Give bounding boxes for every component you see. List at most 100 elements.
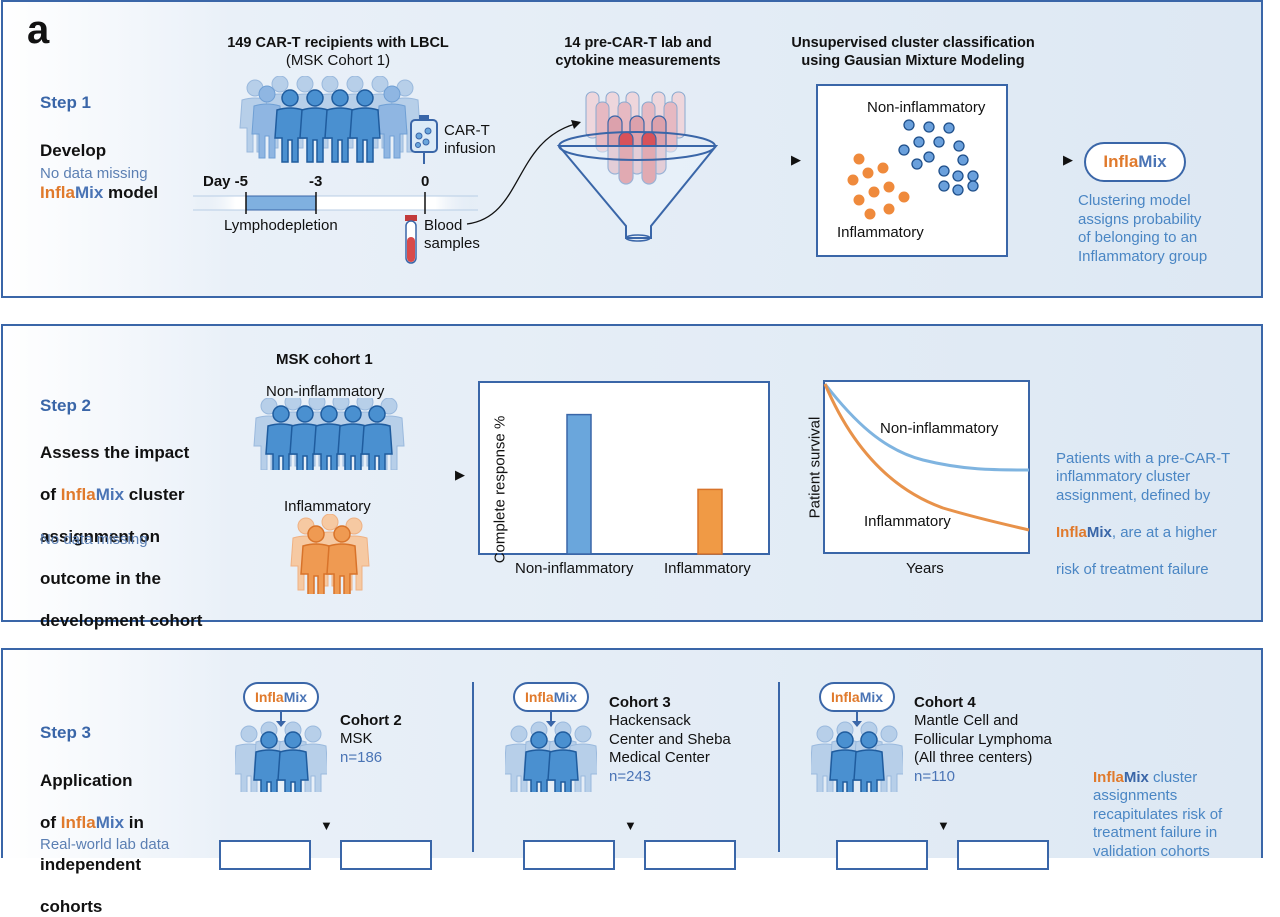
step1-title: Develop InflaMix model xyxy=(40,119,158,203)
timeline-tick-minus3: -3 xyxy=(309,173,323,190)
step3-title: Application of InflaMix in independent c… xyxy=(40,749,144,917)
step2-brand-b: Mix xyxy=(95,485,125,504)
cohort2-n: n=186 xyxy=(340,749,383,766)
step2-data-note: No data missing xyxy=(40,531,148,548)
timeline-tick-0: 0 xyxy=(421,173,430,190)
survival-curve-chart xyxy=(823,380,1030,554)
step3-panel: Step 3 Application of InflaMix in indepe… xyxy=(1,648,1263,916)
step2-side-pre: Patients with a pre-CAR-T inflammatory c… xyxy=(1056,449,1231,504)
step3-side-text: InflaMix cluster assignments recapitulat… xyxy=(1093,750,1222,861)
survival-curve-non-label: Non-inflammatory xyxy=(880,420,999,437)
step1-title-rest: model xyxy=(103,183,159,202)
cohort4-people-icon xyxy=(811,712,903,792)
survival-xlabel: Years xyxy=(906,560,944,577)
step3-brand-a: Infla xyxy=(60,813,96,832)
measurements-header: 14 pre-CAR-T lab and cytokine measuremen… xyxy=(555,35,721,69)
lymphodepletion-label: Lymphodepletion xyxy=(224,217,338,234)
step1-data-note: No data missing xyxy=(40,165,148,182)
cluster-label-non: Non-inflammatory xyxy=(867,99,986,116)
arrow-down-icon: ▼ xyxy=(624,818,637,833)
step3-side-brand-a: Infla xyxy=(1093,768,1124,786)
people-non-inflammatory-icon xyxy=(253,398,405,470)
survival-curve-inf xyxy=(823,383,1030,532)
step2-side-brand-a: Infla xyxy=(1056,523,1087,541)
timeline-bar xyxy=(193,192,478,214)
cohort4-inflamix-pill: InflaMix xyxy=(819,682,895,712)
cluster-header: Unsupervised cluster classification usin… xyxy=(791,35,1035,69)
step1-brand-a: Infla xyxy=(40,183,75,202)
cohort4-chart-box-right xyxy=(957,840,1049,870)
curved-arrow xyxy=(466,120,581,225)
step2-title-l5: development cohort xyxy=(40,611,203,630)
cohort1-header: MSK cohort 1 xyxy=(276,351,373,368)
step2-side-brand-b: Mix xyxy=(1086,523,1112,541)
inflamix-model-pill: InflaMix xyxy=(1084,142,1186,182)
bar-chart-frame xyxy=(478,381,770,555)
pill-brand-b: Mix xyxy=(1138,152,1167,171)
cohort3-pill-b: Mix xyxy=(553,689,578,705)
cohort2-people-icon xyxy=(235,712,327,792)
step2-title-l2-post: cluster xyxy=(124,485,185,504)
group-non-label: Non-inflammatory xyxy=(266,383,385,400)
step3-title-l2-pre: of xyxy=(40,813,61,832)
cohort2-name: Cohort 2 xyxy=(340,712,402,729)
funnel-icon xyxy=(556,91,719,242)
cohort3-desc: Hackensack Center and Sheba Medical Cent… xyxy=(609,712,731,766)
cohort4-name: Cohort 4 xyxy=(914,694,976,711)
iv-bag-icon xyxy=(410,115,438,164)
bar-cat-1: Inflammatory xyxy=(664,560,751,577)
cohort3-chart-box-right xyxy=(644,840,736,870)
survival-curve-non xyxy=(823,383,1030,472)
timeline-day-label: Day -5 xyxy=(203,173,249,190)
bar-cat-0: Non-inflammatory xyxy=(515,560,634,577)
cohort2-chart-box-right xyxy=(340,840,432,870)
step2-panel: Step 2 Assess the impact of InflaMix clu… xyxy=(1,324,1263,630)
step3-side-brand-b: Mix xyxy=(1123,768,1149,786)
cohort2-chart-box-left xyxy=(219,840,311,870)
step2-side-post: , are at a higher xyxy=(1111,523,1217,541)
step3-title-l2-post: in xyxy=(124,813,144,832)
recipients-header: 149 CAR-T recipients with LBCL xyxy=(227,35,449,51)
cohort4-n: n=110 xyxy=(914,768,956,785)
step2-brand-a: Infla xyxy=(60,485,96,504)
cohort-divider xyxy=(472,682,474,852)
cohort3-name: Cohort 3 xyxy=(609,694,671,711)
cohort2-desc: MSK xyxy=(340,730,373,747)
group-inf-label: Inflammatory xyxy=(284,498,371,515)
recipients-sub: (MSK Cohort 1) xyxy=(285,52,391,69)
cohort3-pill-a: Infla xyxy=(524,689,554,705)
cohort2-pill-b: Mix xyxy=(283,689,308,705)
arrow-down-icon: ▼ xyxy=(937,818,950,833)
step2-side-text: Patients with a pre-CAR-T inflammatory c… xyxy=(1056,431,1230,579)
cluster-label-inf: Inflammatory xyxy=(837,224,924,241)
step1-brand-b: Mix xyxy=(74,183,104,202)
step2-title-l2-pre: of xyxy=(40,485,61,504)
blood-tube-icon xyxy=(405,215,417,264)
step2-side-last: risk of treatment failure xyxy=(1056,560,1209,578)
step2-title-l4: outcome in the xyxy=(40,569,161,588)
cohort-divider xyxy=(778,682,780,852)
cohort3-people-icon xyxy=(505,712,597,792)
cohort2-inflamix-pill: InflaMix xyxy=(243,682,319,712)
step1-label: Step 1 xyxy=(40,93,92,112)
cohort3-inflamix-pill: InflaMix xyxy=(513,682,589,712)
bar-ylabel: Complete response % xyxy=(491,415,509,564)
step3-title-l3: independent xyxy=(40,855,142,874)
cohort4-chart-box-left xyxy=(836,840,928,870)
step2-label: Step 2 xyxy=(40,396,92,415)
step1-title-line1: Develop xyxy=(40,141,107,160)
cohort4-pill-b: Mix xyxy=(859,689,884,705)
people-crowd-icon xyxy=(239,76,421,163)
pill-brand-a: Infla xyxy=(1103,152,1139,171)
bar-non-inflammatory xyxy=(566,413,592,555)
step3-label: Step 3 xyxy=(40,723,92,742)
cluster-plot xyxy=(816,84,1008,257)
complete-response-bar-chart xyxy=(478,381,770,555)
survival-ylabel: Patient survival xyxy=(806,416,824,519)
blood-samples-label: Blood samples xyxy=(424,217,480,252)
cohort4-desc: Mantle Cell and Follicular Lymphoma (All… xyxy=(914,712,1052,766)
cart-infusion-label: CAR-T infusion xyxy=(444,122,496,157)
arrow-right-icon: ▶ xyxy=(1063,152,1073,167)
step3-brand-b: Mix xyxy=(95,813,125,832)
step3-data-note: Real-world lab data xyxy=(40,836,170,853)
